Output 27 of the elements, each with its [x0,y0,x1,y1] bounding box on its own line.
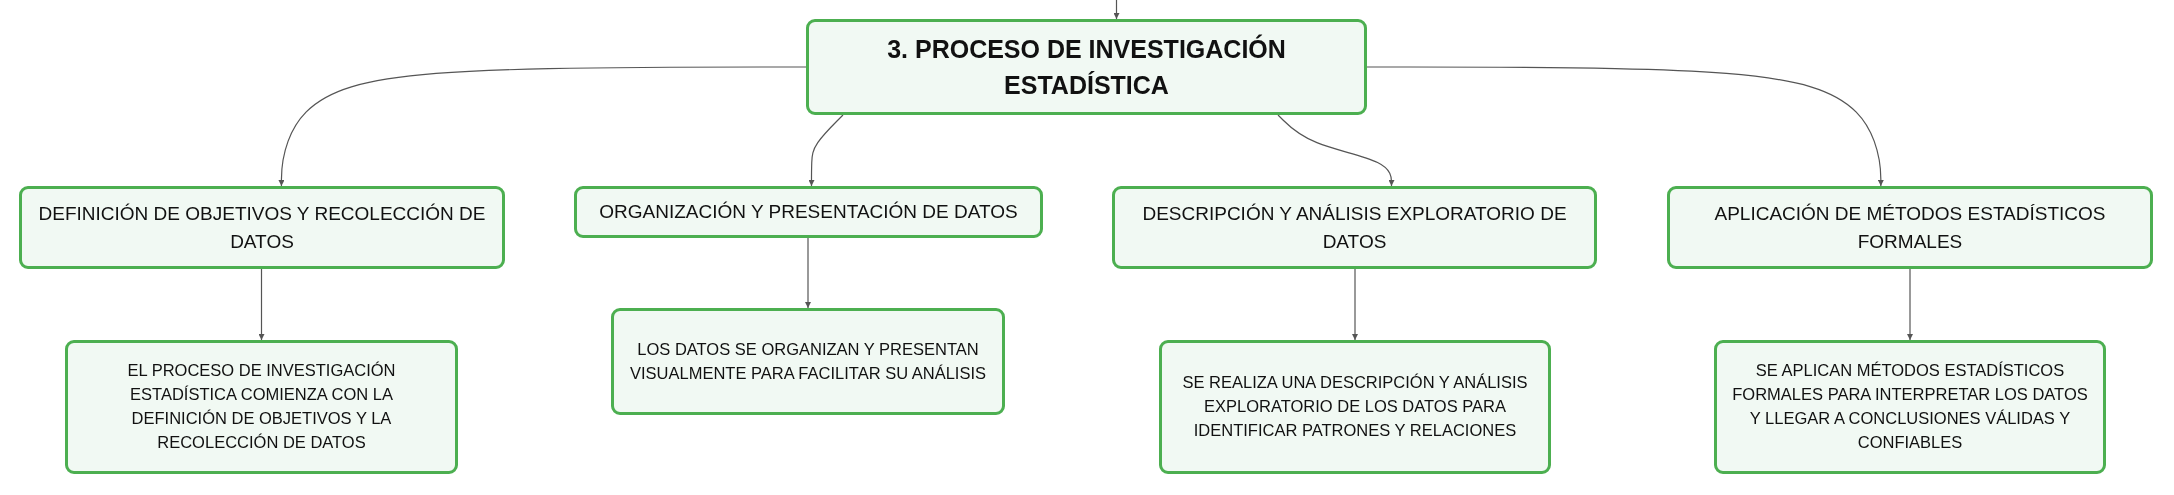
connector-arrow [258,268,265,341]
connector-arrow [1352,268,1358,341]
node-text: SE REALIZA UNA DESCRIPCIÓN Y ANÁLISIS EXPLORATORIO DE LOS DATOS PARA IDENTIFICAR PATRONES Y RELACIONES [1181,372,1529,441]
connector-arrow [1907,268,1913,341]
subtopic-box [574,186,1043,238]
subtopic-box [1112,186,1597,269]
subtopic-box [65,340,458,474]
node-text: ORGANIZACIÓN Y PRESENTACIÓN DE DATOS [599,200,1018,225]
node-text: SE APLICAN MÉTODOS ESTADÍSTICOS FORMALES PARA INTERPRETAR LOS DATOS Y LLEGAR A CONCLUSIONES VÁLIDAS Y CONFIABLES [1731,360,2089,453]
node-text: LOS DATOS SE ORGANIZAN Y PRESENTAN VISUALMENTE PARA FACILITAR SU ANÁLISIS [628,338,988,384]
subtopic-box [611,308,1005,415]
connector-arrow [1113,0,1120,20]
connector-arrow [278,66,807,187]
topic-title: 3. PROCESO DE INVESTIGACIÓN ESTADÍSTICA [886,33,1287,101]
subtopic-box [1159,340,1551,474]
connector-arrow [1277,114,1395,187]
connector-arrow [1366,66,1884,187]
node-text: DESCRIPCIÓN Y ANÁLISIS EXPLORATORIO DE DATOS [1141,201,1568,254]
connector-arrow [805,237,811,309]
connector-arrow [808,114,844,187]
topic-box [806,19,1367,115]
node-text: DEFINICIÓN DE OBJETIVOS Y RECOLECCIÓN DE DATOS [37,201,487,254]
subtopic-box [1667,186,2153,269]
node-text: APLICACIÓN DE MÉTODOS ESTADÍSTICOS FORMALES [1713,201,2107,254]
subtopic-box [19,186,505,269]
subtopic-box [1714,340,2106,474]
node-text: EL PROCESO DE INVESTIGACIÓN ESTADÍSTICA COMIENZA CON LA DEFINICIÓN DE OBJETIVOS Y LA RECOLECCIÓN DE DATOS [126,360,397,453]
